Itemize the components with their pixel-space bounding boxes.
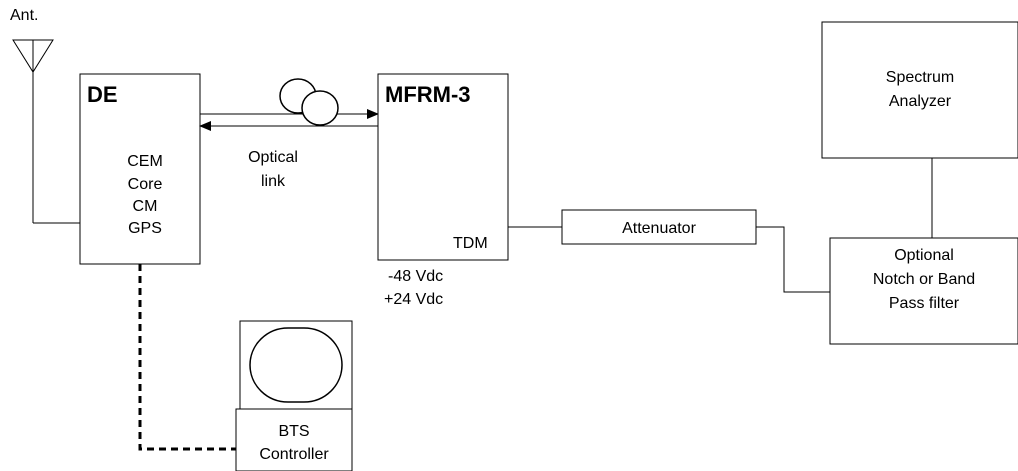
- bts-controller-label-line2: Controller: [259, 446, 329, 463]
- antenna-icon: [12, 39, 54, 223]
- de-item-cm: CM: [133, 198, 158, 215]
- de-to-bts-controller-dashed-link: [138, 264, 236, 451]
- de-title: DE: [87, 82, 118, 107]
- filter-box: [829, 237, 1018, 345]
- mfrm-box: [377, 73, 509, 261]
- filter-label-line1: Optional: [894, 247, 954, 264]
- spectrum-analyzer-label-line2: Analyzer: [889, 93, 952, 110]
- de-item-core: Core: [128, 176, 163, 193]
- de-item-gps: GPS: [128, 220, 162, 237]
- optical-link-label-line2: link: [261, 173, 286, 190]
- optical-link-label-line1: Optical: [248, 149, 298, 166]
- spectrum-analyzer-box: [821, 21, 1018, 159]
- attenuator-box: [561, 209, 757, 245]
- mfrm-port-tdm: TDM: [453, 235, 488, 252]
- monitor-icon: [239, 320, 353, 410]
- de-box: [79, 73, 201, 265]
- mfrm-title: MFRM-3: [385, 82, 471, 107]
- spectrum-analyzer-label-line1: Spectrum: [886, 69, 954, 86]
- filter-label-line2: Notch or Band: [873, 271, 975, 288]
- attenuator-to-filter-wire: [756, 226, 830, 293]
- antenna-label: Ant.: [10, 7, 38, 24]
- fiber-spool-icon: [279, 78, 339, 126]
- attenuator-label: Attenuator: [622, 220, 697, 237]
- de-item-cem: CEM: [127, 153, 163, 170]
- bts-controller-label-line1: BTS: [278, 423, 309, 440]
- mfrm-power-pos24: +24 Vdc: [384, 291, 443, 308]
- bts-controller-box: [235, 408, 353, 471]
- filter-label-line3: Pass filter: [889, 295, 960, 312]
- mfrm-power-neg48: -48 Vdc: [388, 268, 443, 285]
